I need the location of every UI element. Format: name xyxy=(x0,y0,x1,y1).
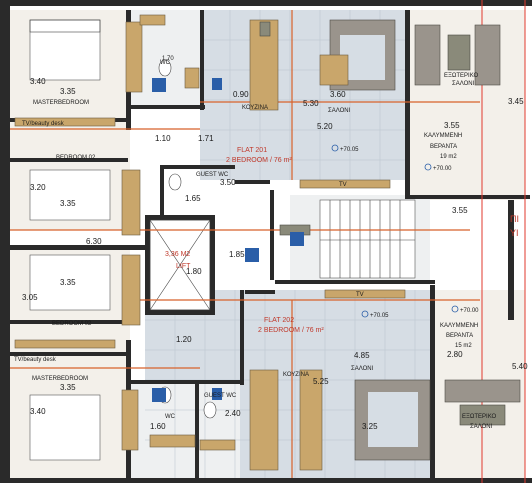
label-tv-bottom: TV xyxy=(356,292,364,298)
dim-0-90: 0.90 xyxy=(233,90,249,99)
flat-titles: FLAT 201 2 BEDROOM / 76 m² FLAT 202 2 BE… xyxy=(165,147,324,334)
dim-1-20: 1.20 xyxy=(176,335,192,344)
label-outdoor-bottom-2: ΣΑΛΟΝΙ xyxy=(470,424,493,430)
label-bedroom02-top: BEDROOM 02 xyxy=(56,155,96,161)
dim-1-65: 1.65 xyxy=(185,194,201,203)
accessibility-icons xyxy=(152,78,304,402)
dim-4-85: 4.85 xyxy=(354,351,370,360)
label-outdoor-bottom-1: ΕΞΩΤΕΡΙΚΟ xyxy=(462,414,497,420)
dim-3-35-top: 3.35 xyxy=(60,87,76,96)
label-living-top: ΣΑΛΟΝΙ xyxy=(328,108,351,114)
label-tv-desk-top: TV/beauty desk xyxy=(22,121,65,127)
dim-6-30: 6.30 xyxy=(86,237,102,246)
dim-3-20: 3.20 xyxy=(30,183,46,192)
flat-202-title: FLAT 202 xyxy=(264,317,294,324)
dim-2-40: 2.40 xyxy=(225,409,241,418)
label-veranda-top-area: 19 m2 xyxy=(440,154,457,160)
level-markers xyxy=(331,144,459,318)
label-kitchen-bottom: ΚΟΥΖΙΝΑ xyxy=(283,372,309,378)
flat-201-subtitle: 2 BEDROOM / 76 m² xyxy=(226,157,292,164)
room-labels: MASTERBEDROOM BEDROOM 02 BEDROOM 02 MAST… xyxy=(14,60,497,430)
label-veranda-bottom-2: ΒΕΡΑΝΤΑ xyxy=(446,333,473,339)
dim-3-50: 3.50 xyxy=(220,178,236,187)
label-masterbedroom-bottom: MASTERBEDROOM xyxy=(32,376,88,382)
edge-text: ΠΙ ΥΙ xyxy=(510,214,519,238)
dim-1-60: 1.60 xyxy=(150,422,166,431)
dimension-labels: 3.40 3.35 3.20 3.35 3.35 3.05 3.35 3.40 … xyxy=(22,56,528,431)
dim-2-80: 2.80 xyxy=(447,350,463,359)
label-outdoor-top-2: ΣΑΛΟΝΙ xyxy=(452,81,475,87)
dim-3-35-bot: 3.35 xyxy=(60,383,76,392)
label-veranda-top-2: ΒΕΡΑΝΤΑ xyxy=(430,144,457,150)
structural-axes xyxy=(10,10,480,478)
label-wc-top: WC xyxy=(160,60,171,66)
label-guest-wc-bottom: GUEST WC xyxy=(204,393,237,399)
level-3: +70.05 xyxy=(370,313,389,319)
level-1: +70.05 xyxy=(340,147,359,153)
dim-3-05: 3.05 xyxy=(22,293,38,302)
level-4: +70.00 xyxy=(460,308,479,314)
dim-5-30: 5.30 xyxy=(303,99,319,108)
dim-1-80: 1.80 xyxy=(186,267,202,276)
label-outdoor-top-1: ΕΞΩΤΕΡΙΚΟ xyxy=(444,73,479,79)
dim-3-40-bot: 3.40 xyxy=(30,407,46,416)
dim-3-35-b2bot: 3.35 xyxy=(60,278,76,287)
label-veranda-bottom-1: ΚΑΛΥΜΜΕΝΗ xyxy=(440,323,478,329)
dim-5-20: 5.20 xyxy=(317,122,333,131)
lift-label: LIFT xyxy=(176,263,191,270)
label-tv-desk-bottom: TV/beauty desk xyxy=(14,357,57,363)
label-wc-bottom: WC xyxy=(165,414,176,420)
dim-3-35-b2top: 3.35 xyxy=(60,199,76,208)
label-veranda-top-1: ΚΑΛΥΜΜΕΝΗ xyxy=(424,133,462,139)
label-masterbedroom-top: MASTERBEDROOM xyxy=(33,100,89,106)
dim-1-85: 1.85 xyxy=(229,250,245,259)
lift-area: 3,36 M2 xyxy=(165,251,190,258)
staircase xyxy=(319,199,416,279)
label-bedroom02-bottom: BEDROOM 02 xyxy=(52,321,92,327)
dim-5-25: 5.25 xyxy=(313,377,329,386)
furniture xyxy=(14,14,521,471)
edge-text-1: ΠΙ xyxy=(510,214,519,224)
dim-3-60: 3.60 xyxy=(330,90,346,99)
dim-3-25: 3.25 xyxy=(362,422,378,431)
label-tv-top: TV xyxy=(339,182,347,188)
dim-5-40: 5.40 xyxy=(512,362,528,371)
flat-201-title: FLAT 201 xyxy=(237,147,267,154)
dim-1-70: 1.70 xyxy=(162,56,174,62)
level-labels: +70.05 +70.00 +70.05 +70.00 xyxy=(340,147,479,319)
edge-text-2: ΥΙ xyxy=(510,228,519,238)
label-living-bottom: ΣΑΛΟΝΙ xyxy=(351,366,374,372)
lift-shaft xyxy=(149,219,211,311)
label-kitchen-top: ΚΟΥΖΙΝΑ xyxy=(242,105,268,111)
dim-3-55-top: 3.55 xyxy=(444,121,460,130)
flat-202-subtitle: 2 BEDROOM / 76 m² xyxy=(258,327,324,334)
dim-3-45: 3.45 xyxy=(508,97,524,106)
dim-3-55-mid: 3.55 xyxy=(452,206,468,215)
label-guest-wc-top: GUEST WC xyxy=(196,172,229,178)
level-2: +70.00 xyxy=(433,166,452,172)
label-veranda-bottom-area: 15 m2 xyxy=(455,343,472,349)
dim-1-71: 1.71 xyxy=(198,134,214,143)
dim-3-40-top: 3.40 xyxy=(30,77,46,86)
dim-1-10: 1.10 xyxy=(155,134,171,143)
